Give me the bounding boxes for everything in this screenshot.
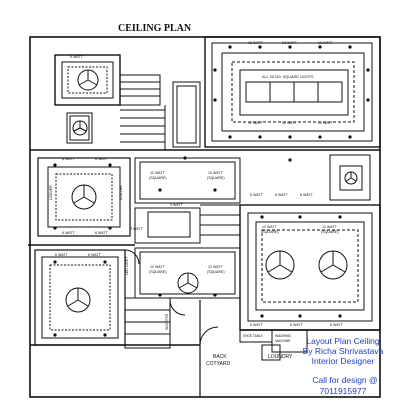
fan-icon bbox=[71, 184, 97, 210]
label-12watt: 12 WATT bbox=[322, 225, 338, 229]
label-led-light: LED LIGHT bbox=[125, 256, 129, 275]
plan-linework bbox=[28, 36, 381, 398]
plan-title: CEILING PLAN bbox=[118, 23, 192, 34]
fan-icon bbox=[65, 287, 91, 313]
label-6watt: 6 WATT bbox=[95, 231, 109, 235]
label-12watt: 12 WATT bbox=[262, 225, 278, 229]
label-12watt: 12 WATT bbox=[248, 121, 264, 125]
light-points bbox=[53, 45, 370, 337]
label-inverter: INVERTER bbox=[165, 313, 169, 330]
label-loundry: LOUNDRY bbox=[268, 354, 293, 360]
label-6watt: 6 WATT bbox=[300, 193, 314, 197]
fan-icon bbox=[265, 250, 295, 280]
label-12watt: 12 WATT bbox=[208, 171, 224, 175]
credit-line-2: By Richa Shrivastava bbox=[303, 346, 384, 356]
label-back: BACK bbox=[213, 354, 227, 360]
label-6watt: 6 WATT bbox=[55, 253, 69, 257]
label-6watt: 6 WATT bbox=[88, 253, 102, 257]
label-6watt: 6 WATT bbox=[250, 193, 264, 197]
label-6watt: 6 WATT bbox=[95, 157, 109, 161]
label-louver: LOUVER bbox=[49, 185, 53, 200]
label-6watt: 6 WATT bbox=[275, 193, 289, 197]
fan-icon bbox=[177, 272, 199, 294]
fan-icon bbox=[72, 120, 88, 136]
label-6watt: 6 WATT bbox=[62, 231, 76, 235]
label-12watt: 12 WATT bbox=[318, 41, 334, 45]
ceiling-fans bbox=[65, 69, 358, 313]
label-cotyard: COTYARD bbox=[206, 361, 230, 367]
label-washing: WASHING bbox=[275, 334, 291, 338]
label-12watt: 12 WATT bbox=[282, 121, 298, 125]
label-9watt: 9 WATT bbox=[70, 55, 84, 59]
label-12watt: 12 WATT bbox=[248, 41, 264, 45]
label-6watt: 6 WATT bbox=[250, 323, 264, 327]
label-louver: LOUVER bbox=[119, 185, 123, 200]
label-9watt: 9 WATT bbox=[130, 227, 144, 231]
fan-icon bbox=[77, 69, 99, 91]
label-12watt: 12 WATT bbox=[150, 265, 166, 269]
label-12watt: 12 WATT bbox=[282, 41, 298, 45]
label-12watt: 12 WATT bbox=[208, 265, 224, 269]
label-6watt: 6 WATT bbox=[62, 157, 76, 161]
label-square: (SQUARE) bbox=[261, 230, 279, 234]
label-square: (SQUARE) bbox=[207, 270, 225, 274]
plan-labels: CEILING PLAN ALL 35 NO. SQUARE LIGHTS 12… bbox=[49, 23, 344, 367]
label-square: (SQUARE) bbox=[149, 270, 167, 274]
credit-call: Call for design @ bbox=[312, 375, 377, 385]
label-12watt: 12 WATT bbox=[150, 171, 166, 175]
label-6watt: 6 WATT bbox=[290, 323, 304, 327]
label-9watt: 9 WATT bbox=[170, 203, 184, 207]
credit-line-3: Interior Designer bbox=[312, 356, 375, 366]
credit-line-1: Layout Plan Ceiling bbox=[306, 336, 380, 346]
label-6watt: 6 WATT bbox=[330, 323, 344, 327]
label-12watt: 12 WATT bbox=[318, 121, 334, 125]
label-square: (SQUARE) bbox=[149, 176, 167, 180]
credit-phone: 7011915977 bbox=[320, 386, 367, 396]
label-square: (SQUARE) bbox=[207, 176, 225, 180]
label-shoe-table: SHOE TABLE bbox=[243, 334, 263, 338]
label-square: (SQUARE) bbox=[321, 230, 339, 234]
fan-icon bbox=[344, 171, 358, 185]
designer-credits: Layout Plan Ceiling By Richa Shrivastava… bbox=[303, 336, 384, 396]
label-machine: MACHINE bbox=[275, 339, 291, 343]
fan-icon bbox=[318, 250, 348, 280]
label-all-lights: ALL 35 NO. SQUARE LIGHTS bbox=[262, 75, 314, 79]
